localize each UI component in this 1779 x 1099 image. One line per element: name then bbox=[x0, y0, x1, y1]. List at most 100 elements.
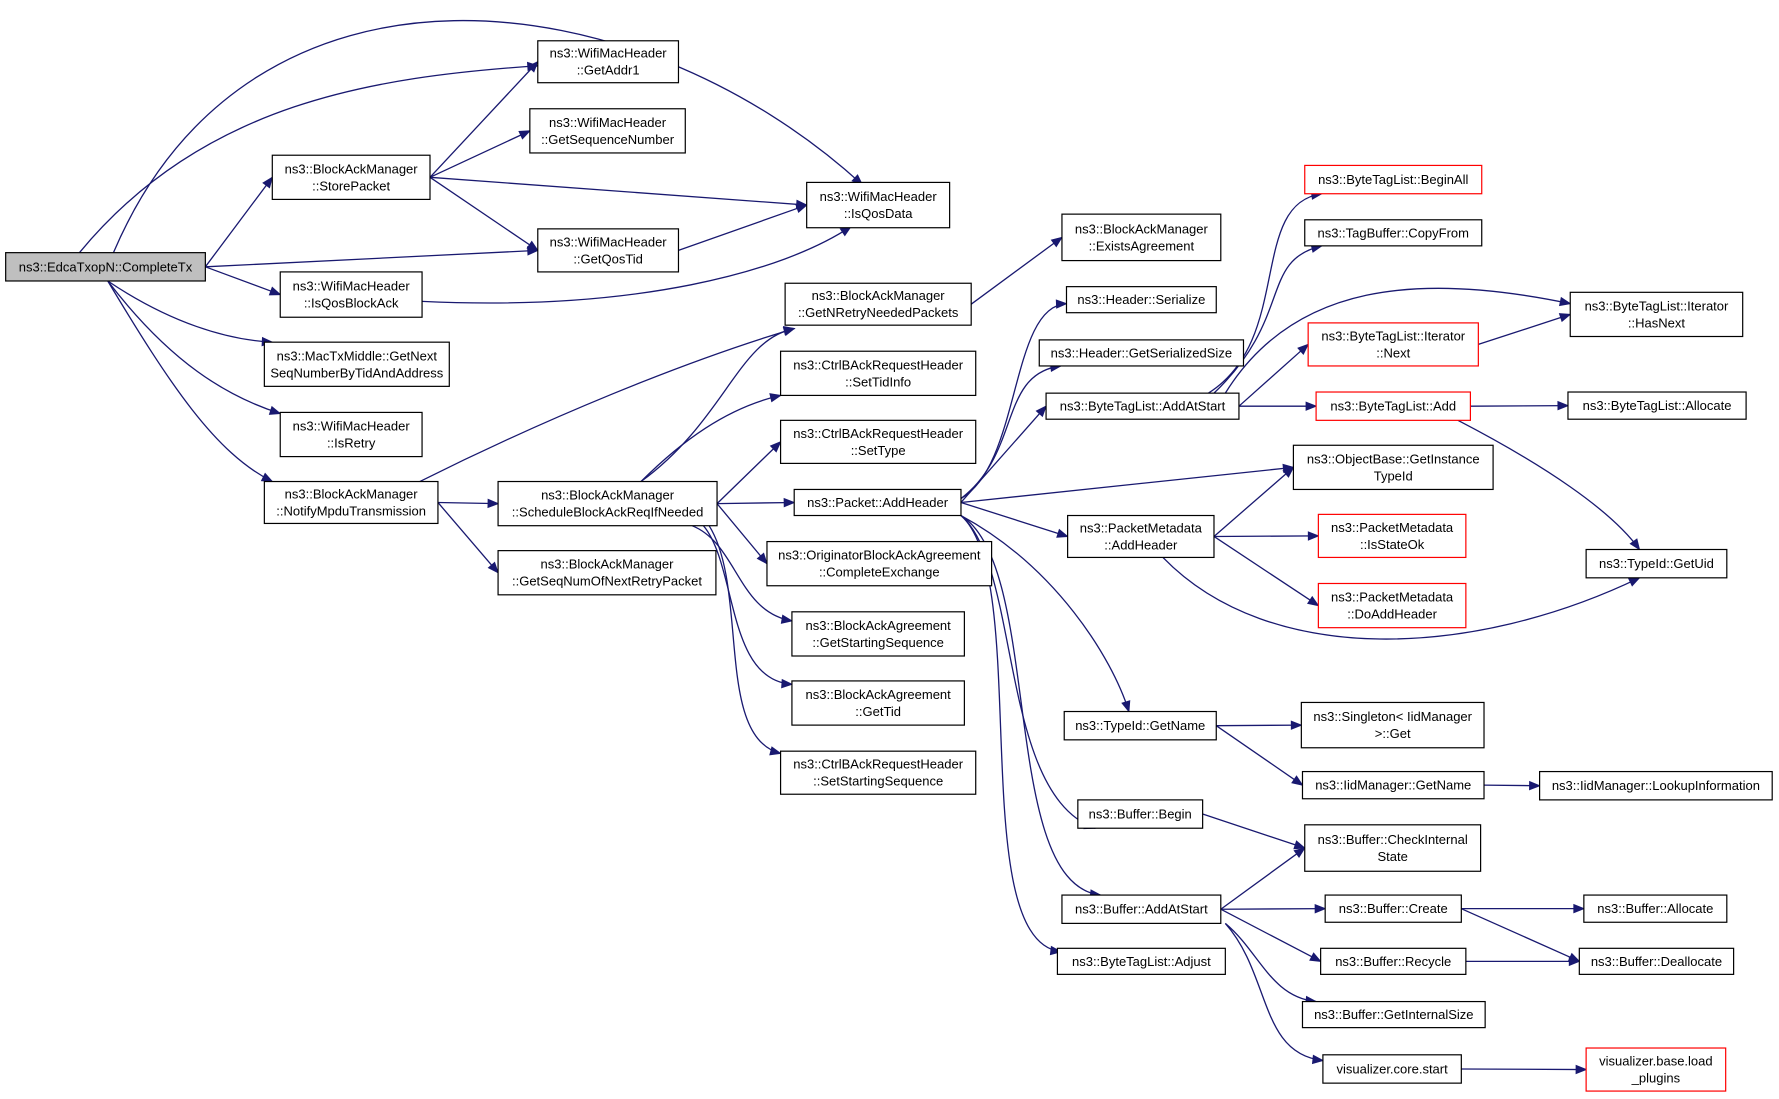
function-node-n43[interactable]: ns3::ByteTagList::Iterator::HasNext bbox=[1569, 291, 1744, 338]
edge-n0-to-n6 bbox=[205, 266, 282, 296]
node-label: visualizer.core.start bbox=[1336, 1061, 1448, 1076]
function-node-n10[interactable]: ns3::BlockAckManager::GetNRetryNeededPac… bbox=[784, 282, 972, 326]
node-box bbox=[779, 750, 977, 795]
node-box bbox=[1324, 894, 1462, 923]
function-node-n41[interactable]: ns3::Buffer::GetInternalSize bbox=[1301, 1000, 1486, 1029]
edge-n11-to-n18 bbox=[691, 525, 794, 624]
function-node-n16[interactable]: ns3::Packet::AddHeader bbox=[793, 488, 962, 517]
function-node-n9[interactable]: ns3::BlockAckManager::NotifyMpduTransmis… bbox=[263, 480, 439, 525]
node-label: ns3::OriginatorBlockAckAgreement bbox=[778, 548, 981, 563]
edge-n11-to-n16 bbox=[717, 497, 796, 508]
arrowhead-icon bbox=[1305, 401, 1318, 411]
function-node-n2[interactable]: ns3::BlockAckManager::StorePacket bbox=[271, 154, 431, 201]
edge-n16-to-n25 bbox=[960, 514, 1131, 713]
function-node-n17[interactable]: ns3::OriginatorBlockAckAgreement::Comple… bbox=[766, 540, 993, 587]
function-node-n37[interactable]: ns3::IidManager::GetName bbox=[1301, 770, 1485, 800]
arrowhead-icon bbox=[487, 561, 499, 574]
function-node-n29[interactable]: ns3::ByteTagList::BeginAll bbox=[1304, 164, 1483, 195]
function-node-n1[interactable]: ns3::WifiMacHeader::GetAddr1 bbox=[537, 40, 680, 84]
function-node-n21[interactable]: ns3::Header::Serialize bbox=[1065, 286, 1217, 314]
function-node-n13[interactable]: ns3::BlockAckManager::ExistsAgreement bbox=[1061, 213, 1222, 262]
function-node-n5[interactable]: ns3::WifiMacHeader::GetQosTid bbox=[537, 228, 680, 273]
function-node-n15[interactable]: ns3::CtrlBAckRequestHeader::SetType bbox=[779, 419, 977, 464]
arrowhead-icon bbox=[527, 60, 539, 73]
edge-line bbox=[678, 204, 807, 252]
node-box bbox=[1300, 701, 1485, 749]
node-box bbox=[497, 550, 717, 596]
function-node-n47[interactable]: ns3::Buffer::Allocate bbox=[1583, 894, 1728, 923]
arrowhead-icon bbox=[1573, 903, 1586, 914]
function-node-n27[interactable]: ns3::Buffer::AddAtStart bbox=[1061, 894, 1222, 924]
function-node-n48[interactable]: ns3::Buffer::Deallocate bbox=[1578, 947, 1735, 975]
edge-n23-to-n31 bbox=[1238, 343, 1310, 407]
arrowhead-icon bbox=[769, 746, 782, 756]
function-node-n28[interactable]: ns3::ByteTagList::Adjust bbox=[1056, 947, 1226, 975]
function-node-n8[interactable]: ns3::WifiMacHeader::IsRetry bbox=[279, 411, 423, 458]
node-label: ns3::BlockAckManager bbox=[285, 486, 419, 501]
function-node-n25[interactable]: ns3::TypeId::GetName bbox=[1063, 710, 1217, 741]
arrowhead-icon bbox=[268, 286, 282, 296]
arrowhead-icon bbox=[1291, 775, 1304, 786]
edge-line bbox=[960, 365, 1061, 500]
function-node-n31[interactable]: ns3::ByteTagList::Iterator::Next bbox=[1307, 322, 1479, 367]
node-label: ns3::WifiMacHeader bbox=[549, 115, 667, 130]
arrowhead-icon bbox=[1558, 313, 1572, 323]
edge-n9-to-n11 bbox=[437, 498, 500, 509]
node-box bbox=[1045, 392, 1240, 420]
edge-line bbox=[1207, 193, 1322, 394]
function-node-n3[interactable]: ns3::WifiMacHeader::GetSequenceNumber bbox=[529, 108, 686, 154]
function-node-n42[interactable]: visualizer.core.start bbox=[1322, 1054, 1462, 1084]
function-node-n11[interactable]: ns3::BlockAckManager::ScheduleBlockAckRe… bbox=[497, 480, 718, 527]
function-node-n30[interactable]: ns3::TagBuffer::CopyFrom bbox=[1304, 219, 1483, 247]
function-node-n26[interactable]: ns3::Buffer::Begin bbox=[1077, 799, 1204, 829]
function-node-n35[interactable]: ns3::PacketMetadata::DoAddHeader bbox=[1317, 582, 1467, 629]
function-node-n18[interactable]: ns3::BlockAckAgreement::GetStartingSeque… bbox=[791, 611, 965, 657]
function-node-n20[interactable]: ns3::CtrlBAckRequestHeader::SetStartingS… bbox=[779, 750, 977, 795]
function-node-n12[interactable]: ns3::BlockAckManager::GetSeqNumOfNextRet… bbox=[497, 550, 717, 596]
function-node-n40[interactable]: ns3::Buffer::Recycle bbox=[1320, 947, 1467, 975]
node-label: ns3::WifiMacHeader bbox=[550, 234, 668, 249]
function-node-n34[interactable]: ns3::PacketMetadata::IsStateOk bbox=[1317, 513, 1467, 559]
arrowhead-icon bbox=[262, 176, 274, 189]
edge-line bbox=[1213, 535, 1319, 538]
function-node-n39[interactable]: ns3::Buffer::Create bbox=[1324, 894, 1462, 923]
function-node-n24[interactable]: ns3::PacketMetadata::AddHeader bbox=[1067, 514, 1215, 559]
node-label: ns3::ByteTagList::AddAtStart bbox=[1060, 399, 1226, 414]
edge-line bbox=[1213, 535, 1319, 607]
node-label: ns3::Buffer::CheckInternal bbox=[1318, 832, 1468, 847]
edge-line bbox=[1213, 245, 1322, 394]
edge-line bbox=[1470, 404, 1568, 407]
function-node-n19[interactable]: ns3::BlockAckAgreement::GetTid bbox=[791, 680, 965, 726]
arrowhead-icon bbox=[781, 678, 794, 689]
edge-n23-to-n32 bbox=[1238, 401, 1318, 411]
edge-n25-to-n37 bbox=[1215, 725, 1304, 786]
edge-line bbox=[970, 236, 1063, 305]
function-node-n32[interactable]: ns3::ByteTagList::Add bbox=[1315, 391, 1471, 421]
edge-line bbox=[717, 501, 795, 505]
function-node-n45[interactable]: ns3::TypeId::GetUid bbox=[1585, 548, 1728, 579]
edge-line bbox=[1478, 313, 1571, 346]
function-node-n44[interactable]: ns3::ByteTagList::Allocate bbox=[1567, 391, 1747, 420]
arrowhead-icon bbox=[1311, 1054, 1325, 1065]
function-node-n14[interactable]: ns3::CtrlBAckRequestHeader::SetTidInfo bbox=[779, 350, 977, 397]
function-node-n23[interactable]: ns3::ByteTagList::AddAtStart bbox=[1045, 392, 1240, 420]
function-node-n46[interactable]: ns3::IidManager::LookupInformation bbox=[1539, 770, 1773, 801]
function-node-n7[interactable]: ns3::MacTxMiddle::GetNextSeqNumberByTidA… bbox=[263, 341, 450, 387]
edge-line bbox=[1461, 908, 1580, 962]
function-node-n6[interactable]: ns3::WifiMacHeader::IsQosBlockAck bbox=[279, 271, 423, 318]
function-node-n4[interactable]: ns3::WifiMacHeader::IsQosData bbox=[806, 181, 951, 229]
function-node-n49[interactable]: visualizer.base.load_plugins bbox=[1585, 1047, 1727, 1092]
edge-n24-to-n34 bbox=[1213, 531, 1320, 541]
function-node-n0[interactable]: ns3::EdcaTxopN::CompleteTx bbox=[5, 252, 206, 282]
node-label: ns3::BlockAckManager bbox=[541, 557, 675, 572]
function-node-n22[interactable]: ns3::Header::GetSerializedSize bbox=[1038, 339, 1245, 367]
node-box bbox=[1038, 339, 1245, 367]
edge-n24-to-n33 bbox=[1213, 466, 1295, 537]
edge-n23-to-n43 bbox=[1224, 287, 1572, 394]
arrowhead-icon bbox=[487, 498, 500, 509]
function-node-n36[interactable]: ns3::Singleton< IidManager>::Get bbox=[1300, 701, 1485, 749]
node-box bbox=[1307, 322, 1479, 367]
edge-line bbox=[1162, 556, 1640, 640]
